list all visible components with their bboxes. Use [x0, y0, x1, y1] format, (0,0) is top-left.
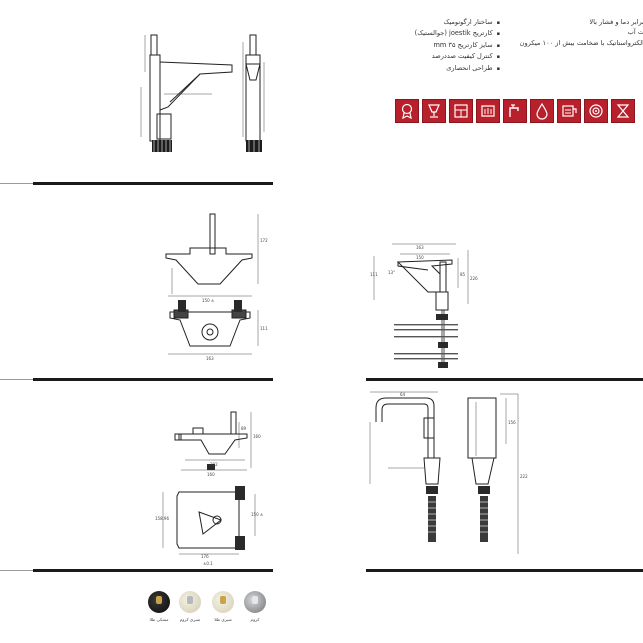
- dim-label: 111: [370, 272, 378, 277]
- dim-label: 150 ±: [251, 512, 263, 517]
- paint-icon: [557, 99, 581, 123]
- feature-badges: [395, 99, 635, 123]
- dim-label: ±0.1: [203, 561, 213, 566]
- standard-icon: [449, 99, 473, 123]
- feature-item: ساختار ارگونومیک: [370, 17, 500, 28]
- dim-label: 111: [260, 326, 268, 331]
- feature-item: طراحی انحصاری: [370, 63, 500, 74]
- feature-item: برابر دما و فشار بالا: [589, 18, 643, 26]
- separator-rule: [366, 378, 643, 381]
- dim-label: 163: [416, 245, 424, 250]
- basin-mixer-drawing: 163 150 85 226 111 13°: [370, 240, 480, 375]
- dim-label: 156: [508, 420, 516, 425]
- feature-item: ت آب: [627, 28, 643, 37]
- finish-swatch-black-gold: [148, 591, 170, 613]
- dim-label: 150 ±: [202, 298, 214, 303]
- dim-label: 160: [207, 472, 215, 477]
- finish-label: شیری کروم: [179, 617, 201, 622]
- feature-item: کارتریج joestik (جوالستیک): [370, 28, 500, 39]
- bath-mixer-drawing: 89 160 202 160 150 ± 158.96 176 ±0.1: [155, 408, 275, 568]
- dim-label: 163: [206, 356, 214, 361]
- water-drop-icon: [530, 99, 554, 123]
- separator-line: [0, 379, 33, 380]
- dim-label: 226: [470, 276, 478, 281]
- dim-label: 13°: [388, 270, 395, 275]
- dim-label: 85: [460, 272, 466, 277]
- feature-item: کنترل کیفیت صددرصد: [370, 51, 500, 62]
- dim-label: 172: [260, 238, 268, 243]
- wall-mixer-drawing: 172 150 ± 111 163: [160, 210, 275, 375]
- separator-line: [0, 570, 33, 571]
- dim-label: 89: [241, 426, 247, 431]
- hourglass-icon: [611, 99, 635, 123]
- dim-label: 222: [520, 474, 528, 479]
- finish-label: شیری طلا: [214, 617, 232, 622]
- separator-rule: [33, 569, 273, 572]
- dim-label: 202: [210, 462, 218, 467]
- warranty-icon: [476, 99, 500, 123]
- finish-swatch-chrome: [244, 591, 266, 613]
- separator-rule: [366, 569, 643, 572]
- dim-label: 64: [400, 392, 406, 397]
- dim-label: 158.96: [155, 516, 169, 521]
- finish-swatch-cream-gold: [212, 591, 234, 613]
- tall-mixer-front-drawing: [140, 32, 275, 152]
- finish-label: مشکی طلا: [149, 617, 169, 622]
- separator-line: [0, 183, 33, 184]
- separator-rule: [33, 182, 273, 185]
- finish-label: کروم: [250, 617, 260, 622]
- award-icon: [422, 99, 446, 123]
- dim-label: 160: [253, 434, 261, 439]
- feature-item: سایز کارتریج mm ۳۵: [370, 40, 500, 51]
- faucet-icon: [503, 99, 527, 123]
- cartridge-icon: [584, 99, 608, 123]
- dim-label: 150: [416, 255, 424, 260]
- features-list-secondary: برابر دما و فشار بالا ت آب الکترواستاتیک…: [514, 17, 643, 48]
- medal-icon: [395, 99, 419, 123]
- features-list: ساختار ارگونومیک کارتریج joestik (جوالست…: [370, 17, 500, 74]
- separator-rule: [33, 378, 273, 381]
- dim-label: 176: [201, 554, 209, 559]
- finish-swatch-cream-chrome: [179, 591, 201, 613]
- sink-mixer-drawing: 64 156 222: [368, 388, 533, 568]
- feature-item: الکترواستاتیک با ضخامت بیش از ۱۰۰ میکرون: [519, 38, 643, 47]
